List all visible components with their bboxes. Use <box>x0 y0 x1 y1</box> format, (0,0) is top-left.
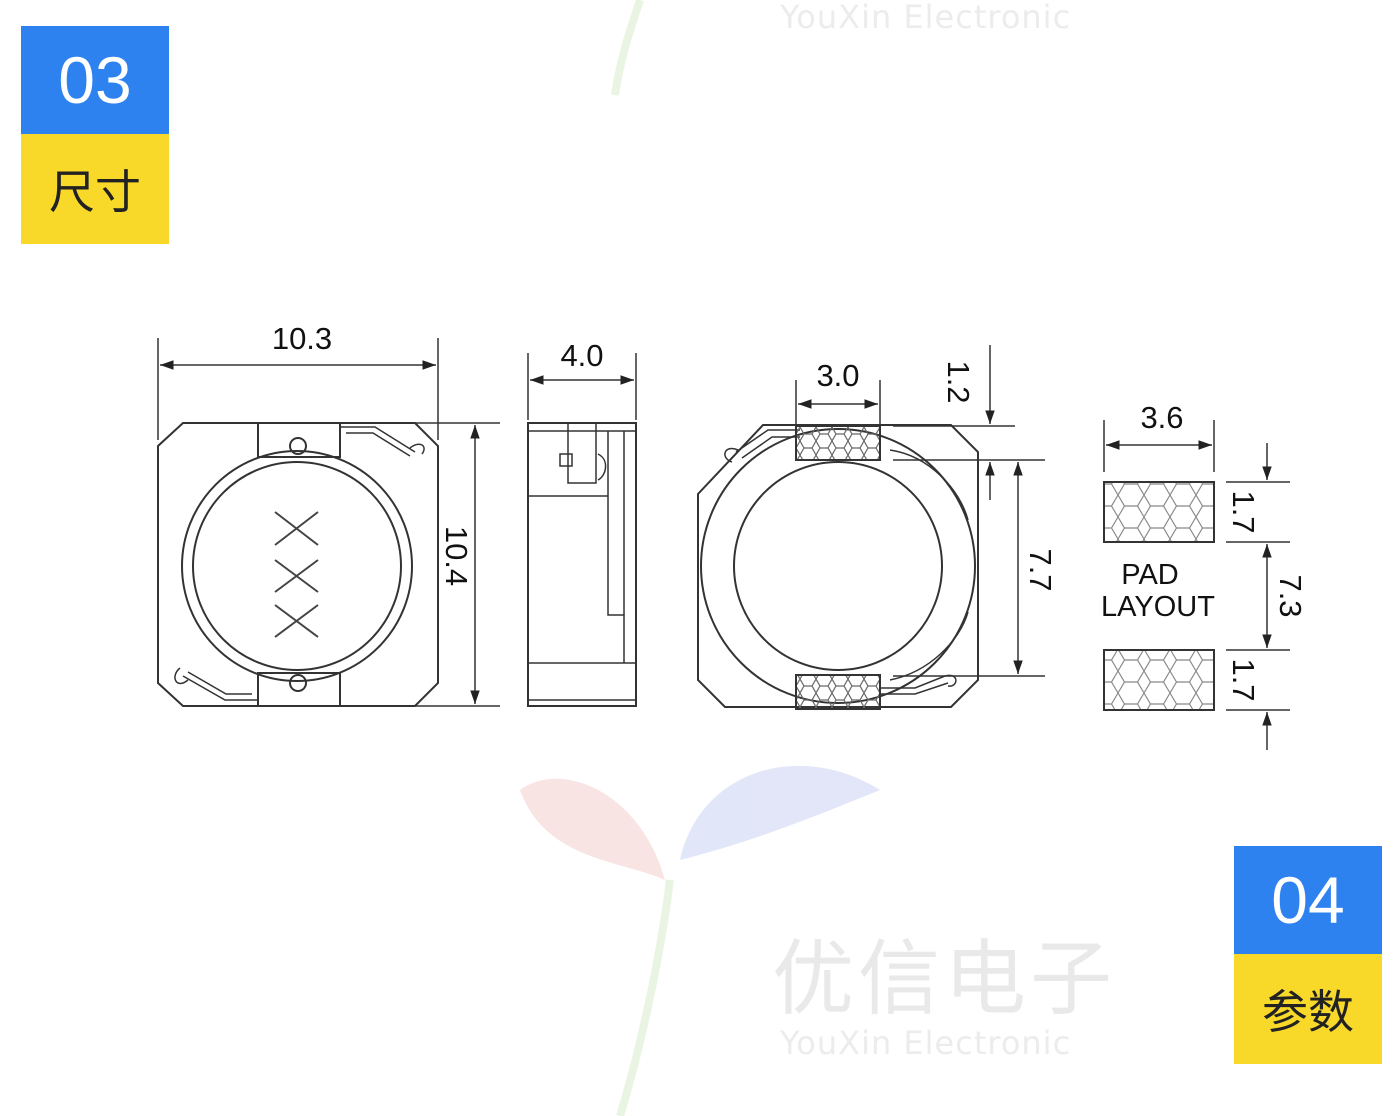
dim-label-top-height: 10.4 <box>439 526 474 586</box>
side-view <box>527 422 637 707</box>
dim-side-thickness <box>527 353 637 420</box>
dim-label-terminal-gap: 7.7 <box>1023 548 1058 591</box>
dim-pad-width <box>1103 420 1215 472</box>
section-label: 参数 <box>1234 954 1382 1064</box>
section-badge-size: 03 尺寸 <box>21 26 169 244</box>
dim-label-pad-length-bottom: 1.7 <box>1226 658 1261 701</box>
watermark-text-chinese: 优信电子 <box>772 932 1117 1027</box>
dim-top-height <box>415 422 500 707</box>
bottom-view <box>697 424 979 708</box>
watermark-text-top: YouXin Electronic <box>780 0 1072 36</box>
section-label: 尺寸 <box>21 134 169 244</box>
dim-terminal-gap <box>893 462 1045 677</box>
section-badge-parameters: 04 参数 <box>1234 846 1382 1064</box>
dim-label-pad-width: 3.6 <box>1140 400 1183 435</box>
pad-layout-label-line1: PAD <box>1121 559 1178 591</box>
marking-xxx <box>274 511 319 638</box>
dim-terminal-width <box>795 380 881 424</box>
top-view <box>157 422 439 707</box>
terminal-bottom <box>795 674 881 710</box>
section-number: 04 <box>1234 846 1382 954</box>
watermark-logo <box>520 0 880 1116</box>
section-number: 03 <box>21 26 169 134</box>
dim-label-side-thickness: 4.0 <box>560 338 603 373</box>
dim-pad-lengths <box>1226 443 1290 750</box>
terminal-top <box>795 425 881 461</box>
dim-label-pad-total: 7.3 <box>1273 574 1308 617</box>
dim-label-pad-length-top: 1.7 <box>1226 490 1261 533</box>
pad-top <box>1103 481 1215 543</box>
pad-layout-label-line2: LAYOUT <box>1101 591 1215 623</box>
dim-label-top-width: 10.3 <box>272 321 332 356</box>
dim-terminal-length <box>893 345 1045 500</box>
dim-label-terminal-width: 3.0 <box>816 358 859 393</box>
watermark-text-english: YouXin Electronic <box>780 1024 1072 1062</box>
pad-bottom <box>1103 649 1215 711</box>
dim-label-terminal-length: 1.2 <box>941 360 976 403</box>
